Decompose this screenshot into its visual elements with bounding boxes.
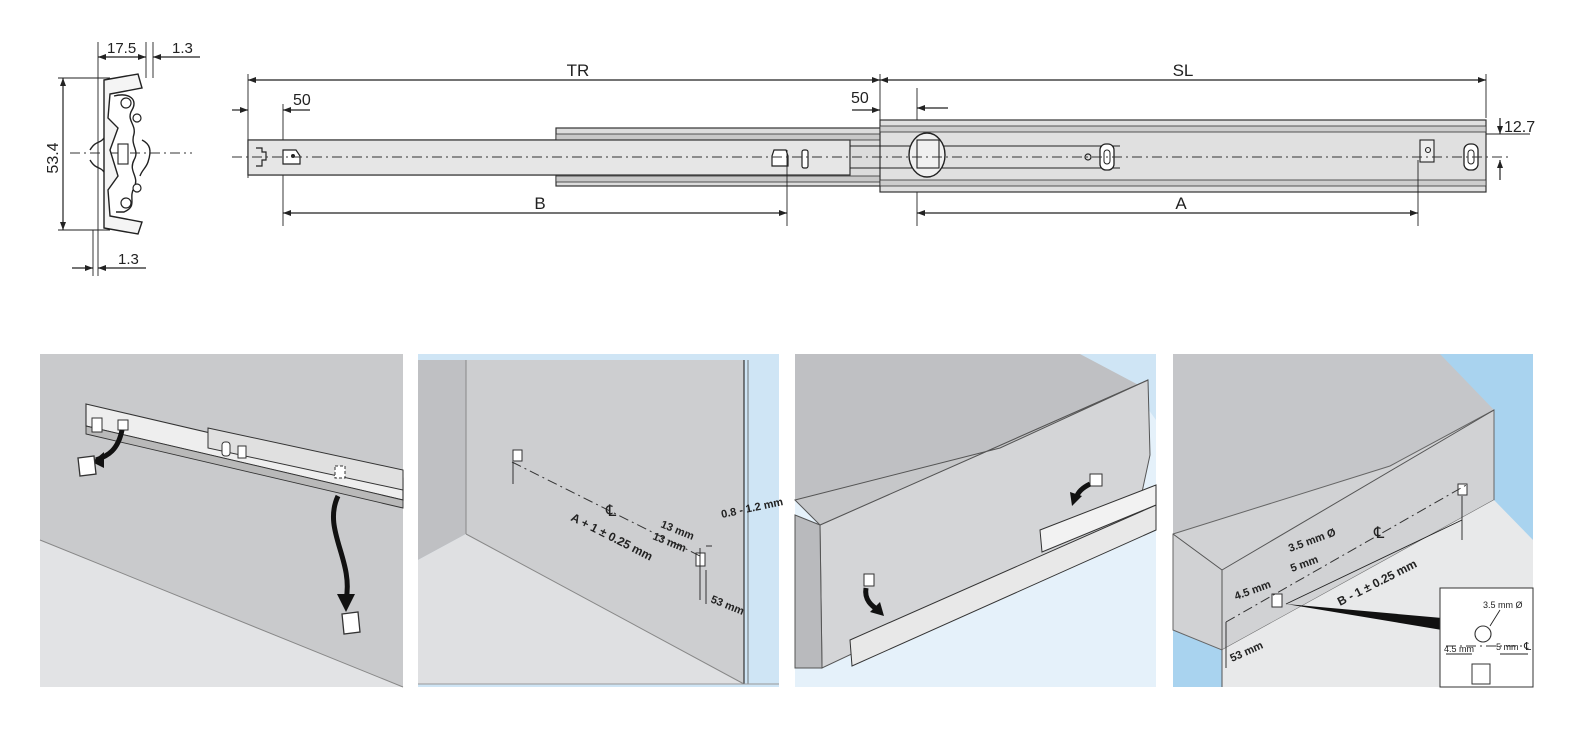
step4-centerline-symbol: ℄ [1373,525,1385,542]
step-2-panel: ℄ 0.8 - 1.2 mm 13 mm 13 mm A + 1 ± 0.25 … [418,354,784,687]
sl-dimension-label: SL [1173,61,1194,80]
step-4-panel: ℄ 3.5 mm Ø 5 mm 4.5 mm B - 1 ± 0.25 mm 5… [1172,354,1534,688]
b-dimension-label: B [534,194,545,213]
section-top-gap-label: 1.3 [172,40,193,57]
rail-side-view: TR SL 50 50 [232,61,1535,226]
section-bottom-gap-label: 1.3 [118,251,139,268]
tr-dimension-label: TR [567,61,590,80]
a-dimension-label: A [1175,194,1187,213]
detail-centerline-symbol: ℄ [1523,641,1531,653]
front-offset-label-left: 50 [293,92,311,109]
step2-centerline-symbol: ℄ [605,503,617,520]
detail-offset-5-label: 5 mm [1496,642,1519,652]
detail-offset-45-label: 4.5 mm [1444,644,1474,654]
step-3-panel [794,354,1157,687]
detail-hole-label: 3.5 mm Ø [1483,600,1523,610]
section-height-label: 53.4 [45,142,62,173]
rail-cross-section: 17.5 1.3 53.4 1.3 [45,40,200,276]
front-offset-label-mid: 50 [851,90,869,107]
step-1-panel [39,354,404,688]
section-width-label: 17.5 [107,40,136,57]
rail-thickness-label: 12.7 [1504,119,1535,136]
